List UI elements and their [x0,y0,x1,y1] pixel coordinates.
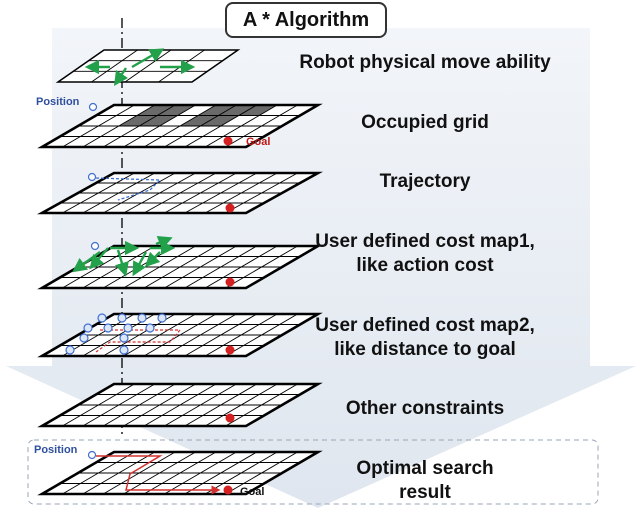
layer-label-occupied-grid: Occupied grid [361,112,489,133]
trajectory-path [95,177,162,201]
node-circle [123,323,133,333]
position-label-top: Position [36,96,80,108]
grid-layer-occupied [37,103,323,149]
position-marker [87,450,97,460]
layer-label-trajectory: Trajectory [379,171,471,192]
cost-arrow-icon [144,251,161,268]
goal-marker [223,485,233,495]
node-circle [117,313,127,323]
position-marker [90,241,100,251]
goal-marker [225,345,235,355]
occupied-cell [238,105,278,116]
goal-label-bottom: Goal [240,486,265,498]
move-arrow-down-left-icon [114,67,128,86]
position-marker [87,172,97,182]
occupied-cell [180,115,219,126]
goal-label-top: Goal [246,136,271,148]
node-circle [119,345,129,355]
goal-marker [225,203,235,213]
layer-label-optimal-search-sub: result [399,482,451,503]
occupied-cell [118,115,158,126]
node-circle [157,313,167,323]
diagram-title: A * Algorithm [225,2,387,38]
occupied-cell [139,115,178,126]
move-arrow-up-right-icon [131,48,165,69]
layer-label-cost-map2: User defined cost map2, [315,315,535,336]
node-circle [97,313,107,323]
occupied-cell [198,105,237,116]
node-circle [119,333,129,343]
position-marker [88,102,98,112]
goal-marker [225,277,235,287]
layer-label-other-constraints: Other constraints [345,398,505,419]
cost-arrow-icon [155,235,173,250]
layer-label-cost-map1-sub: like action cost [356,255,494,276]
result-frame [27,439,599,505]
optimal-path [96,455,221,495]
grid-layer-other-constraints [37,382,323,428]
node-circle [137,313,147,323]
layer-label-cost-map1: User defined cost map1, [315,231,535,252]
occupied-cell [157,105,196,116]
node-circle [83,323,93,333]
grid-layer-trajectory [36,171,324,215]
occupied-cell [218,105,257,116]
occupied-cell [136,105,176,116]
position-label-bottom: Position [34,444,78,456]
cost-arrow-icon [72,251,101,273]
goal-marker [225,413,235,423]
cost-arrow-icon [89,247,109,270]
cost-arrow-icon [132,251,148,277]
grid-layer-optimal-result [37,450,323,496]
goal-marker [223,136,233,146]
layer-label-cost-map2-sub: like distance to goal [334,339,516,360]
node-circle [65,345,75,355]
node-circle [145,323,155,333]
distance-path [95,329,182,353]
occupied-cell [200,115,239,126]
cost-arrow-icon [115,249,129,277]
layer-label-move-ability: Robot physical move ability [299,52,551,73]
node-circle [103,323,113,333]
layer-label-optimal-search: Optimal search [356,458,494,479]
node-circle [79,333,89,343]
